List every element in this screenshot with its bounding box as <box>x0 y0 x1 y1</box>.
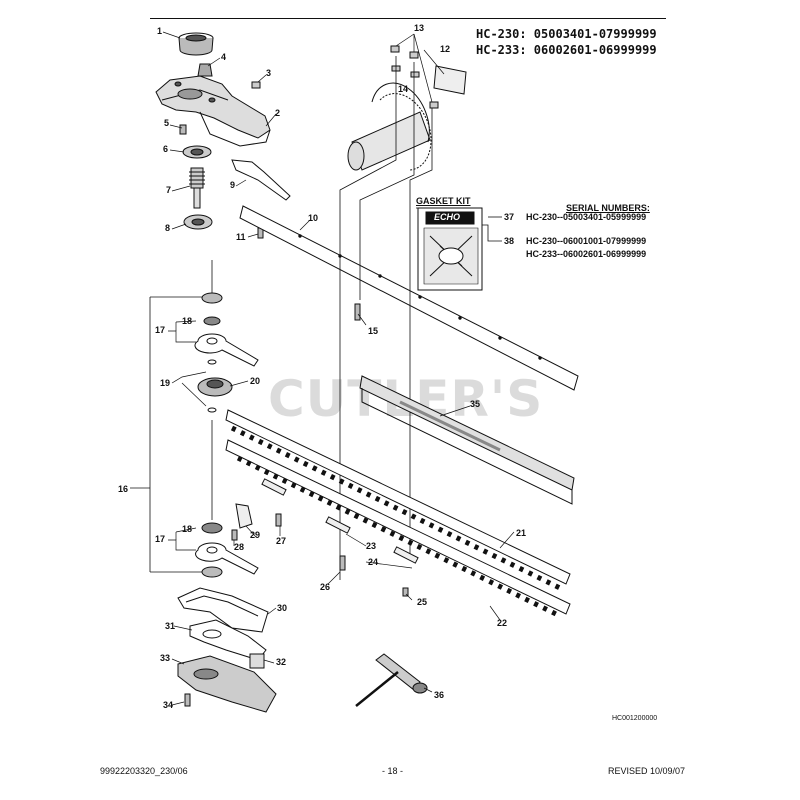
footer-doc-number: 99922203320_230/06 <box>100 766 188 776</box>
callout-11: 11 <box>236 232 246 242</box>
model-line-hc230: HC-230: 05003401-07999999 <box>476 27 657 41</box>
serial-bracket-lines <box>482 216 502 242</box>
leader-lines <box>130 56 433 580</box>
callout-2: 2 <box>275 108 281 118</box>
part-21-upper-blade <box>225 409 571 591</box>
part-33-cover <box>177 655 277 713</box>
part-23-24-spacers <box>261 478 419 564</box>
callout-18-lower: 18 <box>182 524 193 534</box>
part-26-27-bolts <box>275 513 409 597</box>
callout-25: 25 <box>417 597 428 607</box>
callout-36: 36 <box>434 690 445 700</box>
callout-27: 27 <box>276 536 287 546</box>
callout-1: 1 <box>157 26 163 36</box>
callout-33: 33 <box>160 653 171 663</box>
part-2-gear-case <box>155 75 271 147</box>
part-32-block <box>249 653 265 669</box>
part-5-screw <box>179 124 187 135</box>
part-3-plug <box>251 81 261 89</box>
part-12-label <box>433 65 467 95</box>
lower-bearing-stack <box>195 522 259 578</box>
serial-ref-37: 37 <box>504 212 515 222</box>
part-28-screw <box>231 529 238 541</box>
top-rule <box>150 18 666 19</box>
callout-12: 12 <box>440 44 451 54</box>
callout-34: 34 <box>163 700 174 710</box>
crank-gear-assembly <box>347 82 432 171</box>
callout-10: 10 <box>308 213 319 223</box>
footer-revised: REVISED 10/09/07 <box>608 766 686 776</box>
callout-4: 4 <box>221 52 227 62</box>
callout-3: 3 <box>266 68 272 78</box>
part-7-pinion <box>189 167 205 209</box>
part-35-cover <box>359 375 575 505</box>
callout-26: 26 <box>320 582 331 592</box>
part-36-wrench <box>355 653 428 707</box>
part-15-bolt <box>354 303 361 321</box>
callout-14: 14 <box>398 84 409 94</box>
callout-24: 24 <box>368 557 379 567</box>
part-30-gasket <box>177 587 269 633</box>
gasket-kit-box <box>417 207 483 291</box>
serial-numbers-title: SERIAL NUMBERS: <box>566 203 650 213</box>
echo-logo: ECHO <box>434 212 461 222</box>
callout-15: 15 <box>368 326 379 336</box>
callout-31: 31 <box>165 621 176 631</box>
callout-17-upper: 17 <box>155 325 166 335</box>
part-34-screw <box>184 693 191 707</box>
callout-22: 22 <box>497 618 508 628</box>
callout-13: 13 <box>414 23 425 33</box>
callout-16: 16 <box>118 484 129 494</box>
callout-8: 8 <box>165 223 171 233</box>
part-22-lower-blade <box>225 439 571 619</box>
callout-32: 32 <box>276 657 287 667</box>
part-4-fitting <box>197 63 213 77</box>
part-1-bushing <box>178 32 214 56</box>
callout-21: 21 <box>516 528 527 538</box>
serial-line-38b: HC-233--06002601-06999999 <box>526 249 647 259</box>
callout-30: 30 <box>277 603 288 613</box>
serial-line-38a: HC-230--06001001-07999999 <box>526 236 647 246</box>
callout-6: 6 <box>163 144 169 154</box>
serial-line-37: HC-230--05003401-05999999 <box>526 212 647 222</box>
upper-bearing-stack <box>194 292 259 413</box>
callout-leaders <box>162 31 515 706</box>
part-10-guide-bar <box>239 205 579 391</box>
callout-29: 29 <box>250 530 261 540</box>
callout-9: 9 <box>230 180 236 190</box>
callout-18-upper: 18 <box>182 316 193 326</box>
callout-23: 23 <box>366 541 377 551</box>
diagram-code: HC001200000 <box>612 715 658 722</box>
part-8-bearing <box>183 214 213 230</box>
callout-20: 20 <box>250 376 261 386</box>
part-6-bearing <box>182 145 212 159</box>
callout-19: 19 <box>160 378 171 388</box>
serial-ref-38: 38 <box>504 236 515 246</box>
callout-5: 5 <box>164 118 170 128</box>
callout-7: 7 <box>166 185 172 195</box>
callout-35: 35 <box>470 399 481 409</box>
callout-17-lower: 17 <box>155 534 166 544</box>
footer-page-number: - 18 - <box>382 766 404 776</box>
model-line-hc233: HC-233: 06002601-06999999 <box>476 43 657 57</box>
gasket-kit-title: GASKET KIT <box>416 196 471 206</box>
part-9-plate <box>231 159 291 201</box>
part-29-bracket <box>235 503 253 529</box>
callout-28: 28 <box>234 542 245 552</box>
